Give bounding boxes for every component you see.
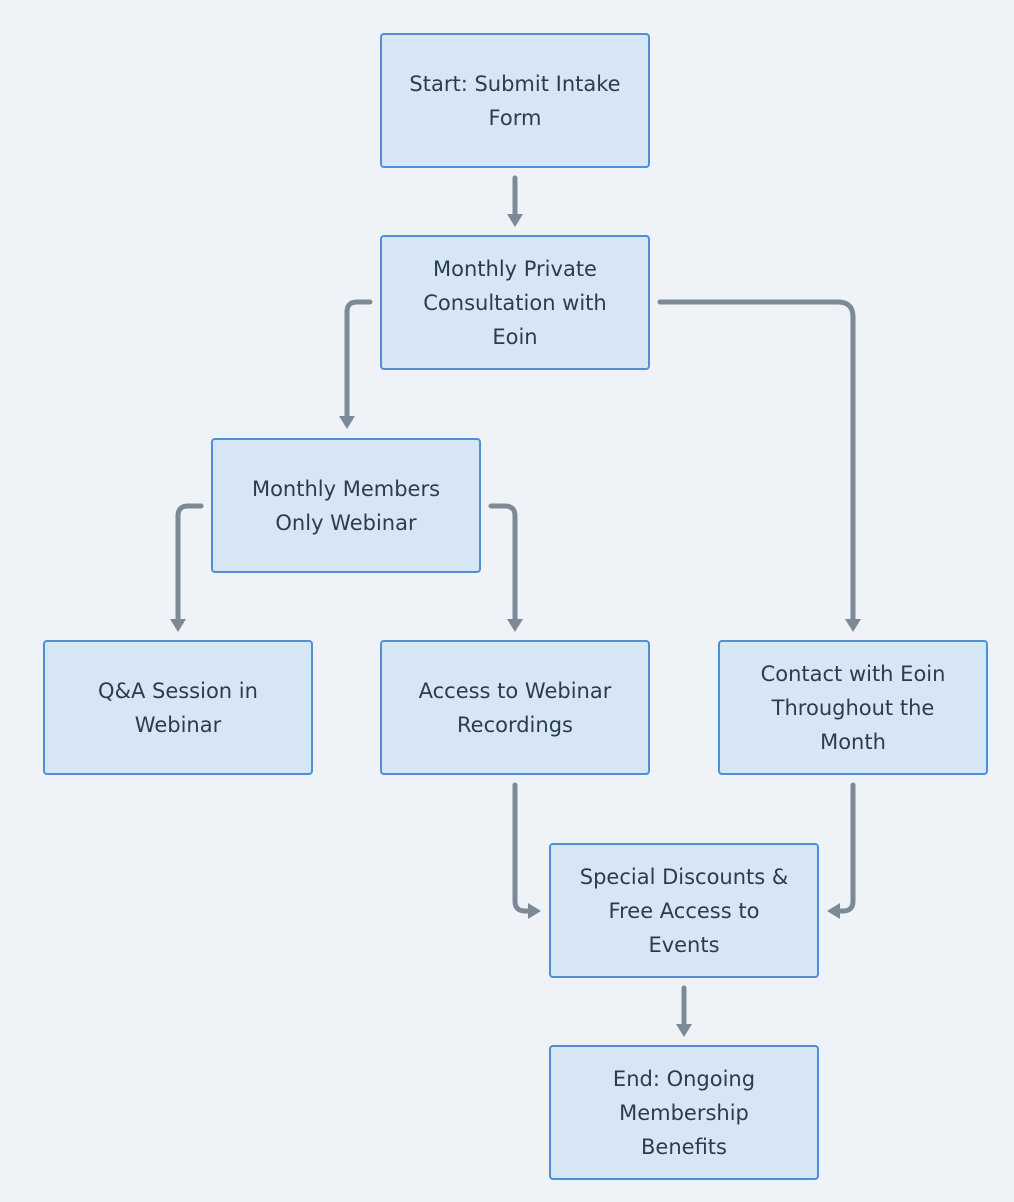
edge-consultation-to-contact [657, 299, 856, 624]
node-start: Start: Submit Intake Form [380, 33, 650, 168]
arrowhead-consultation [507, 214, 523, 227]
node-qa: Q&A Session in Webinar [43, 640, 313, 775]
node-webinar-label: Monthly Members Only Webinar [251, 476, 441, 535]
arrowhead-webinar [339, 416, 355, 429]
node-recordings-label: Access to Webinar Recordings [418, 678, 612, 737]
node-consultation-label: Monthly Private Consultation with Eoin [423, 256, 607, 349]
arrowhead-discounts-left [528, 903, 541, 919]
arrowhead-discounts-right [827, 903, 840, 919]
node-start-label: Start: Submit Intake Form [409, 71, 621, 130]
arrowhead-qa [170, 619, 186, 632]
edge-contact-to-discounts [835, 782, 856, 914]
node-end: End: Ongoing Membership Benefits [549, 1045, 819, 1180]
arrowhead-contact [845, 619, 861, 632]
edge-webinar-to-qa [175, 503, 204, 624]
node-qa-label: Q&A Session in Webinar [98, 678, 258, 737]
node-contact-label: Contact with Eoin Throughout the Month [760, 661, 946, 754]
edge-recordings-to-discounts [512, 782, 533, 914]
arrowhead-end [676, 1024, 692, 1037]
edge-consultation-to-webinar [344, 299, 373, 421]
node-contact: Contact with Eoin Throughout the Month [718, 640, 988, 775]
node-discounts: Special Discounts & Free Access to Event… [549, 843, 819, 978]
node-end-label: End: Ongoing Membership Benefits [612, 1066, 756, 1159]
arrowhead-recordings [507, 619, 523, 632]
edge-webinar-to-recordings [488, 503, 518, 624]
node-discounts-label: Special Discounts & Free Access to Event… [579, 864, 789, 957]
node-webinar: Monthly Members Only Webinar [211, 438, 481, 573]
node-consultation: Monthly Private Consultation with Eoin [380, 235, 650, 370]
node-recordings: Access to Webinar Recordings [380, 640, 650, 775]
